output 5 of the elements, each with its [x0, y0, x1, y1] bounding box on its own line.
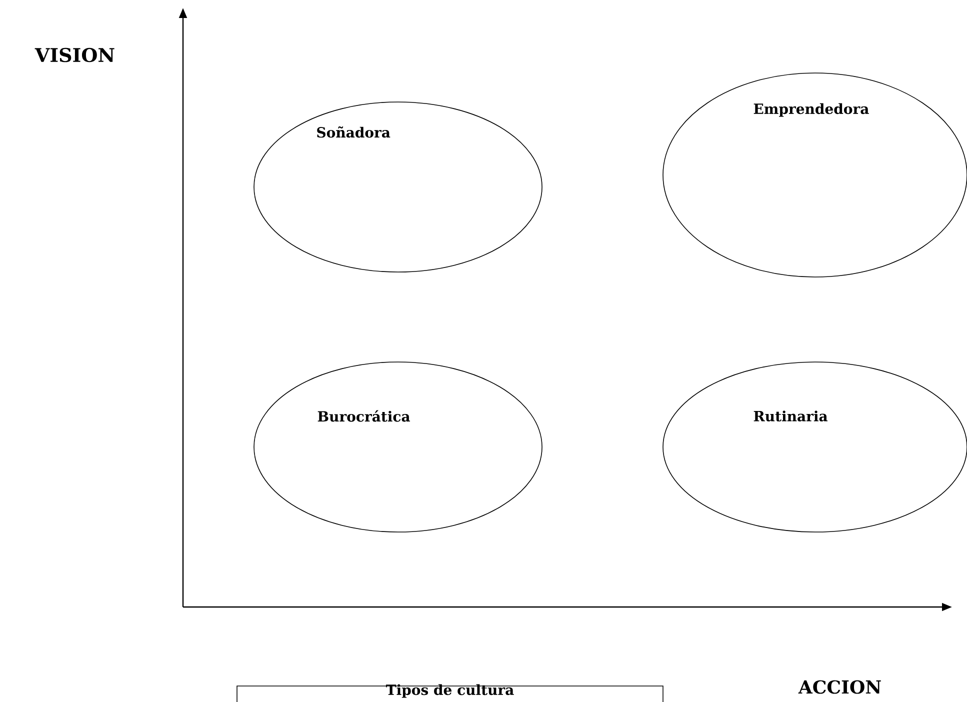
caption-box: Tipos de cultura: [236, 684, 664, 702]
oval: Soñadora: [254, 102, 542, 272]
axis-label: VISION: [34, 48, 114, 62]
oval: Burocrática: [254, 362, 542, 532]
axis-label: ACCION: [798, 680, 881, 694]
